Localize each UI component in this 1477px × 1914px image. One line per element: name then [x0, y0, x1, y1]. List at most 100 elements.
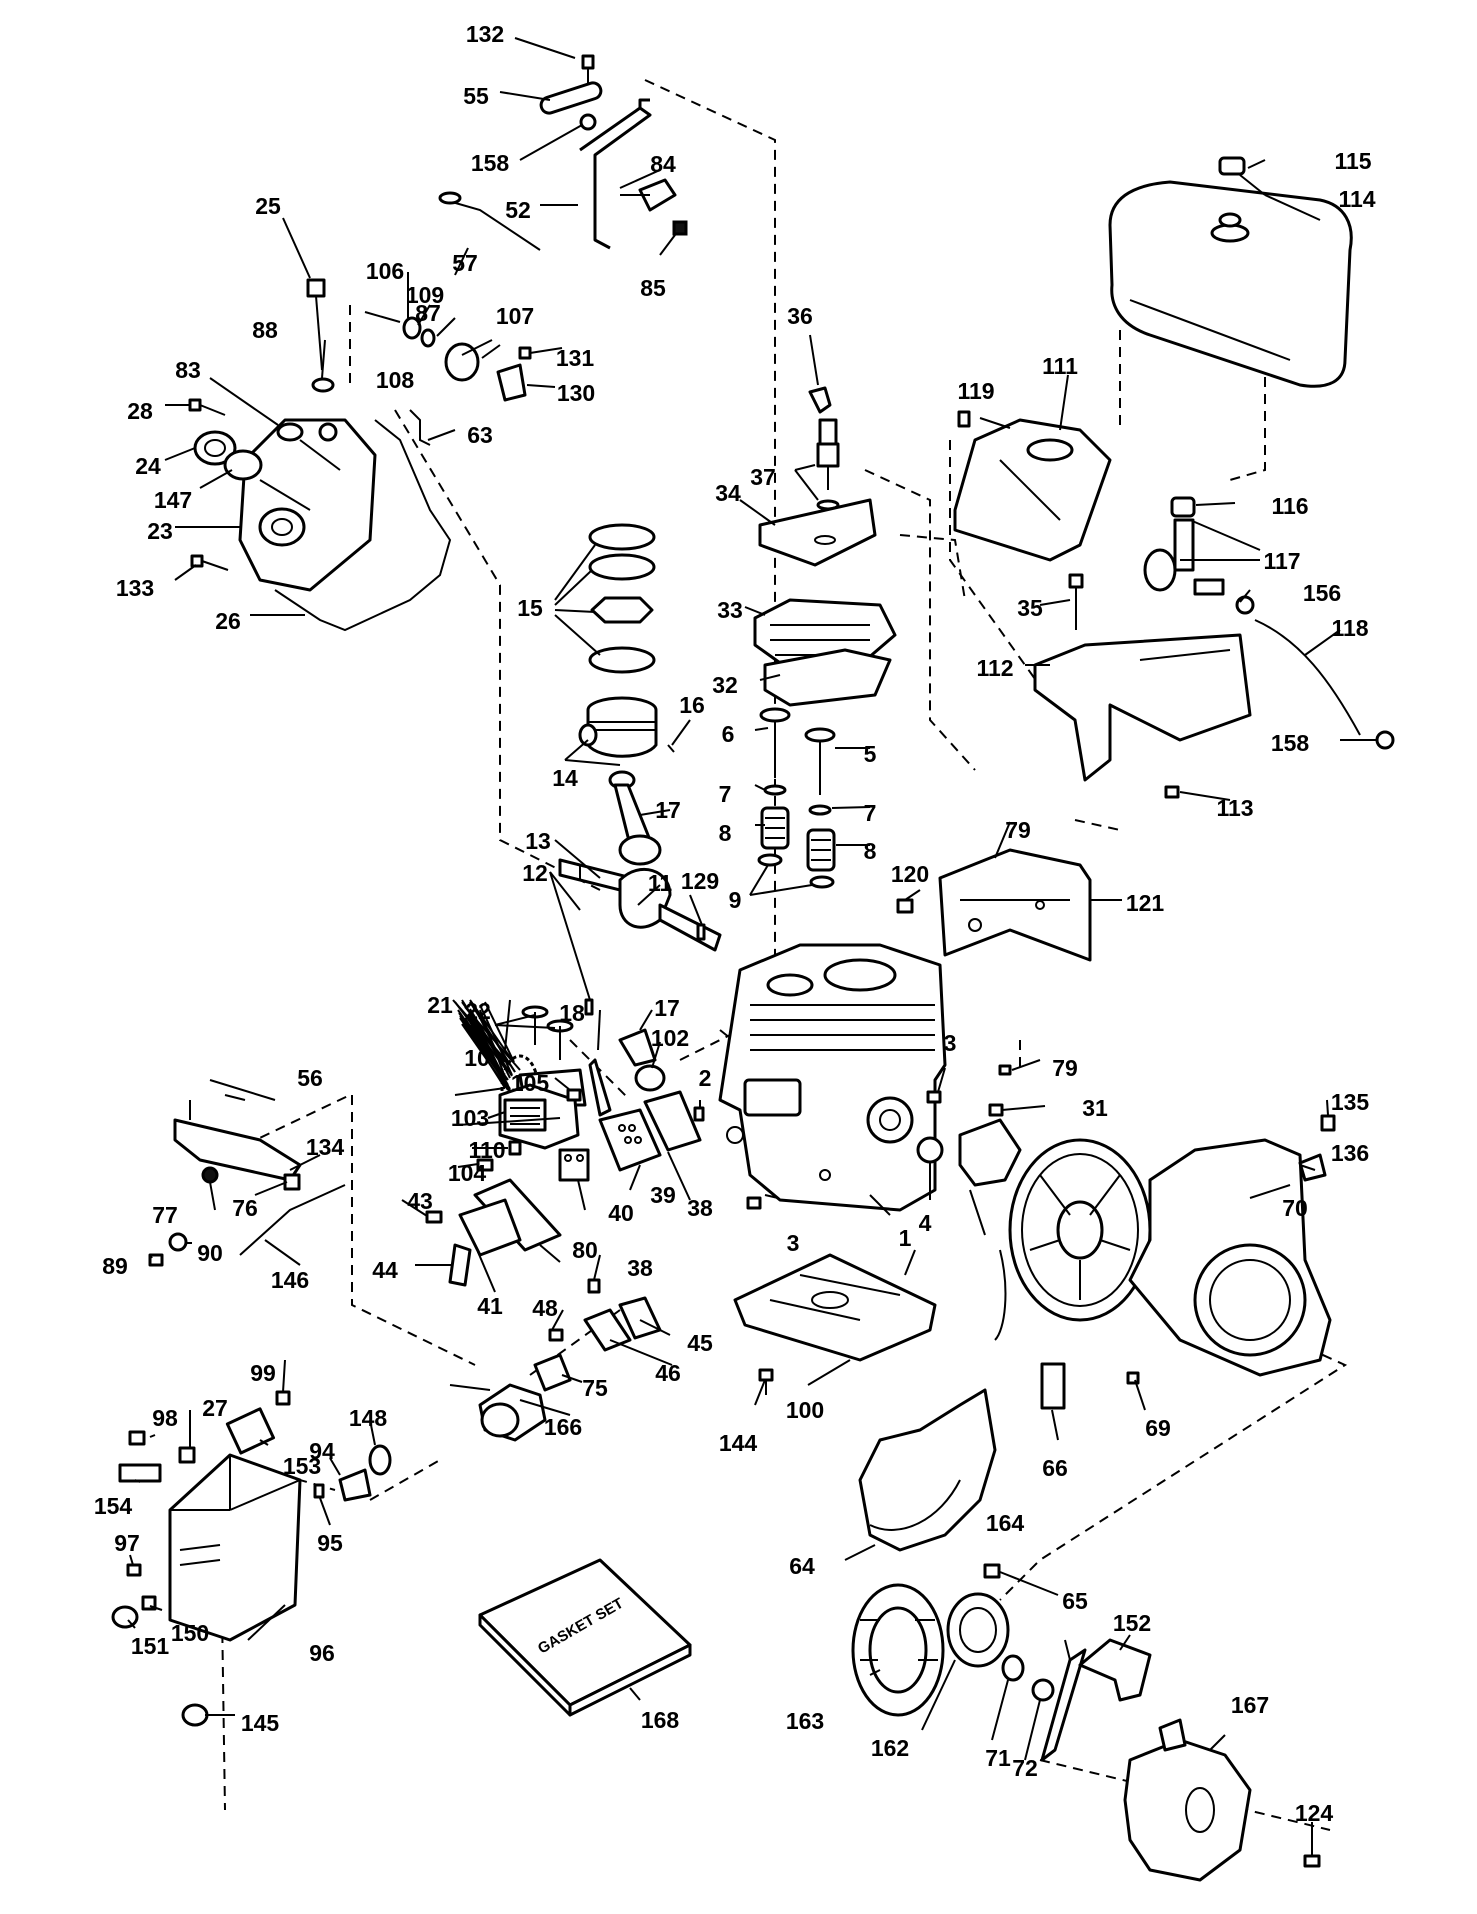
callout-label-146: 146 — [271, 1267, 309, 1293]
screw-99-drawing — [275, 1390, 291, 1406]
spring-56-drawing — [224, 1094, 246, 1101]
callout-label-46: 46 — [655, 1360, 681, 1386]
crankcase-cover-23-drawing — [238, 418, 377, 592]
link-63-drawing — [409, 409, 431, 446]
callout-label-3: 3 — [944, 1030, 957, 1056]
callout-label-167: 167 — [1231, 1692, 1269, 1718]
callout-label-162: 162 — [871, 1735, 909, 1761]
bracket-18-drawing — [588, 1058, 612, 1117]
callout-label-24: 24 — [135, 453, 161, 479]
callout-label-89: 89 — [102, 1253, 128, 1279]
key-129-drawing — [696, 923, 706, 941]
connecting-rod-17-drawing — [608, 770, 662, 866]
callout-label-43: 43 — [407, 1188, 433, 1214]
callout-label-71: 71 — [985, 1745, 1011, 1771]
tank-shroud-111-drawing — [953, 418, 1112, 562]
callout-label-76: 76 — [232, 1195, 258, 1221]
callout-label-99: 99 — [250, 1360, 276, 1386]
callout-label-2: 2 — [699, 1065, 712, 1091]
callout-label-166: 166 — [544, 1414, 582, 1440]
callout-label-27: 27 — [202, 1395, 228, 1421]
part-77-drawing — [201, 1166, 219, 1184]
screw-80-drawing — [587, 1278, 601, 1294]
callout-label-129: 129 — [681, 868, 719, 894]
callout-label-36: 36 — [787, 303, 813, 329]
callout-label-23: 23 — [147, 518, 173, 544]
callout-label-48: 48 — [532, 1295, 558, 1321]
callout-label-4: 4 — [919, 1210, 932, 1236]
callout-label-14: 14 — [552, 765, 578, 791]
carburetor-167-drawing — [449, 1383, 547, 1442]
leader-lines — [127, 37, 1378, 1855]
callout-label-105: 105 — [511, 1070, 550, 1096]
plug-3a-drawing — [926, 1090, 942, 1104]
callout-label-102: 102 — [651, 1025, 689, 1051]
part-145-drawing — [181, 1703, 209, 1727]
valve-6-drawing — [759, 707, 791, 778]
part-136-drawing — [1298, 1153, 1327, 1182]
callout-label-7: 7 — [719, 781, 732, 807]
callout-label-145: 145 — [241, 1710, 280, 1736]
o-ring-88-drawing — [311, 377, 335, 393]
bearing-147-drawing — [223, 449, 263, 481]
callout-label-11: 11 — [648, 870, 673, 896]
callout-label-32: 32 — [712, 672, 738, 698]
callout-label-8: 8 — [864, 838, 877, 864]
callout-label-15: 15 — [517, 595, 543, 621]
rod-57-drawing — [438, 191, 541, 251]
tube-44-drawing — [448, 1243, 472, 1287]
callout-label-116: 116 — [1271, 493, 1308, 519]
callout-label-37: 37 — [750, 464, 776, 490]
callout-label-5: 5 — [864, 741, 877, 767]
bracket-152-drawing — [1078, 1638, 1152, 1702]
callout-label-63: 63 — [467, 422, 493, 448]
fuel-cap-115-drawing — [1218, 156, 1246, 176]
part-40-drawing — [558, 1148, 590, 1182]
callout-label-119: 119 — [957, 378, 994, 404]
callout-label-107: 107 — [496, 303, 534, 329]
callout-label-121: 121 — [1126, 890, 1165, 916]
bolt-35-drawing — [1068, 573, 1084, 630]
fuel-valve-116-117-drawing — [1143, 496, 1225, 596]
callout-label-13: 13 — [525, 828, 551, 854]
screw-31-drawing — [988, 1103, 1004, 1117]
clip-16-drawing — [667, 744, 675, 753]
callout-label-158: 158 — [471, 150, 510, 176]
callout-label-79: 79 — [1005, 817, 1031, 843]
bolt-28-drawing — [188, 398, 226, 416]
screw-119-drawing — [957, 410, 971, 428]
callout-label-57: 57 — [452, 250, 478, 276]
screw-48-drawing — [548, 1328, 564, 1342]
callout-label-108: 108 — [376, 367, 415, 393]
callout-label-84: 84 — [650, 151, 676, 177]
callout-label-115: 115 — [1334, 148, 1371, 174]
clamp-158-upper-drawing — [1235, 595, 1255, 615]
gasket-46-drawing — [583, 1308, 632, 1352]
callout-label-94: 94 — [309, 1438, 335, 1464]
callout-label-18: 18 — [559, 1000, 585, 1026]
callout-label-132: 132 — [466, 21, 504, 47]
callout-label-16: 16 — [679, 692, 705, 718]
callout-label-110: 110 — [468, 1137, 505, 1163]
callout-label-154: 154 — [94, 1493, 133, 1519]
screw-69-drawing — [1126, 1371, 1140, 1385]
bolt-144-drawing — [758, 1368, 774, 1395]
housing-96-drawing — [168, 1453, 302, 1642]
strip-154-drawing — [1040, 1648, 1087, 1762]
callout-label-8: 8 — [719, 820, 732, 846]
recoil-starter-168-drawing — [1123, 1718, 1252, 1882]
callout-label-38: 38 — [687, 1195, 713, 1221]
callout-label-7: 7 — [864, 800, 877, 826]
screw-120-drawing — [896, 898, 914, 914]
callout-label-112: 112 — [976, 655, 1013, 681]
callout-label-17: 17 — [655, 797, 681, 823]
valve-5-drawing — [804, 727, 836, 795]
callout-label-21: 21 — [427, 992, 453, 1018]
callout-label-70: 70 — [1282, 1195, 1308, 1221]
callout-label-131: 131 — [556, 345, 595, 371]
spark-plug-cap-36-drawing — [808, 386, 832, 414]
gasket-26-drawing — [274, 419, 452, 632]
clip-85-drawing — [672, 220, 688, 236]
callout-label-106: 106 — [366, 258, 404, 284]
base-plate-100-drawing — [733, 1253, 937, 1362]
